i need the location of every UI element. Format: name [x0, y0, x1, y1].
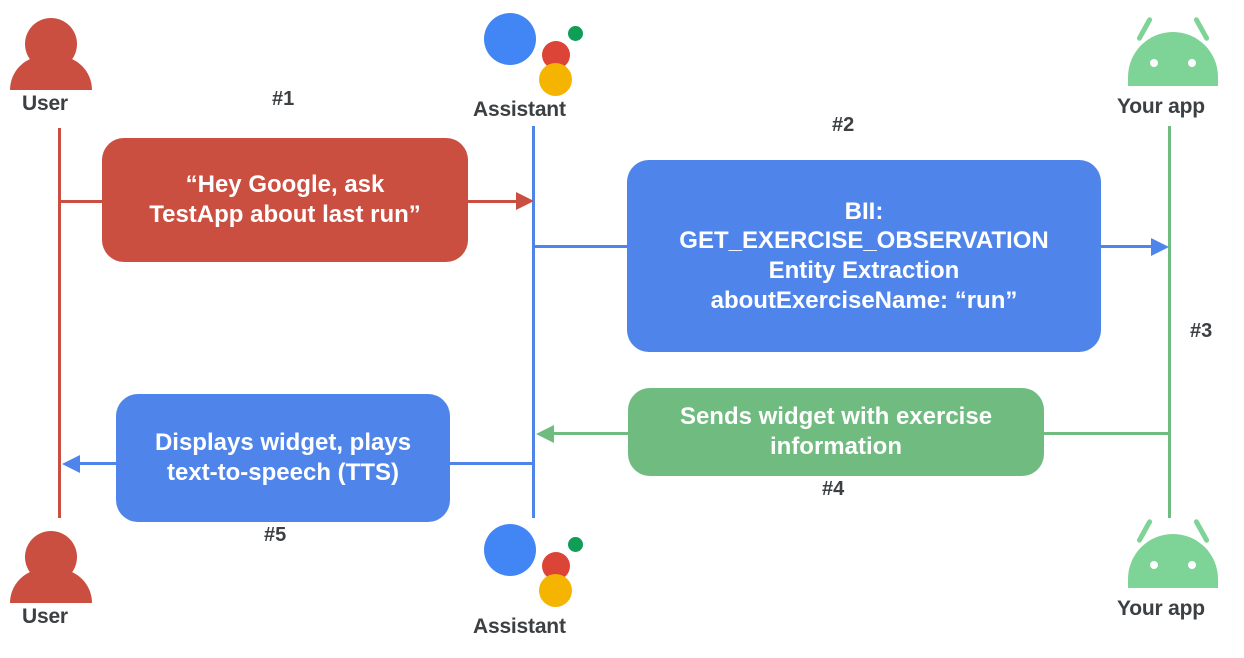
actor-label-app-bottom: Your app [1117, 597, 1205, 620]
message-box-step-2[interactable]: BII: GET_EXERCISE_OBSERVATION Entity Ext… [627, 160, 1101, 352]
message-box-step-4[interactable]: Sends widget with exercise information [628, 388, 1044, 476]
lifeline-user [58, 128, 61, 518]
actor-label-assistant-top: Assistant [473, 98, 566, 121]
message-line: “Hey Google, ask [185, 171, 385, 199]
arrowhead-step-5 [62, 455, 80, 473]
android-eye-right-icon [1188, 561, 1196, 569]
message-line: BII: [844, 197, 884, 225]
google-assistant-yellow-dot-icon [539, 63, 572, 96]
message-box-step-1[interactable]: “Hey Google, ask TestApp about last run” [102, 138, 468, 262]
actor-label-app-top: Your app [1117, 95, 1205, 118]
actor-label-user-top: User [22, 92, 68, 115]
step-label-4: #4 [822, 478, 845, 500]
actor-label-user-bottom: User [22, 605, 68, 628]
message-line: TestApp about last run” [149, 201, 421, 228]
arrowhead-step-4 [536, 425, 554, 443]
user-avatar-body-icon [10, 56, 92, 90]
message-line: information [769, 433, 902, 460]
lifeline-app [1168, 126, 1171, 518]
google-assistant-blue-dot-icon [484, 13, 536, 65]
actor-label-assistant-bottom: Assistant [473, 615, 566, 638]
android-eye-left-icon [1150, 59, 1158, 67]
message-line: Displays widget, plays [154, 429, 412, 457]
google-assistant-green-dot-icon [568, 537, 583, 552]
connector-step-5-left [76, 462, 120, 465]
android-eye-right-icon [1188, 59, 1196, 67]
connector-step-2-right [1098, 245, 1164, 248]
message-box-step-5[interactable]: Displays widget, plays text-to-speech (T… [116, 394, 450, 522]
step-label-5: #5 [264, 524, 287, 546]
connector-step-4-left [552, 432, 630, 435]
message-line: Entity Extraction [768, 257, 960, 284]
connector-step-2-left [532, 245, 632, 248]
google-assistant-green-dot-icon [568, 26, 583, 41]
step-label-1: #1 [272, 88, 295, 110]
google-assistant-yellow-dot-icon [539, 574, 572, 607]
step-label-3: #3 [1190, 320, 1213, 342]
message-line: aboutExerciseName: “run” [710, 286, 1018, 314]
message-line: Sends widget with exercise [679, 403, 993, 431]
message-line: text-to-speech (TTS) [166, 459, 399, 486]
connector-step-5-right [450, 462, 534, 465]
user-avatar-body-icon [10, 569, 92, 603]
message-line: GET_EXERCISE_OBSERVATION [679, 227, 1049, 255]
lifeline-assistant [532, 126, 535, 518]
google-assistant-blue-dot-icon [484, 524, 536, 576]
android-eye-left-icon [1150, 561, 1158, 569]
step-label-2: #2 [832, 114, 855, 136]
arrowhead-step-2 [1151, 238, 1169, 256]
arrowhead-step-1 [516, 192, 534, 210]
connector-step-4-right [1042, 432, 1170, 435]
